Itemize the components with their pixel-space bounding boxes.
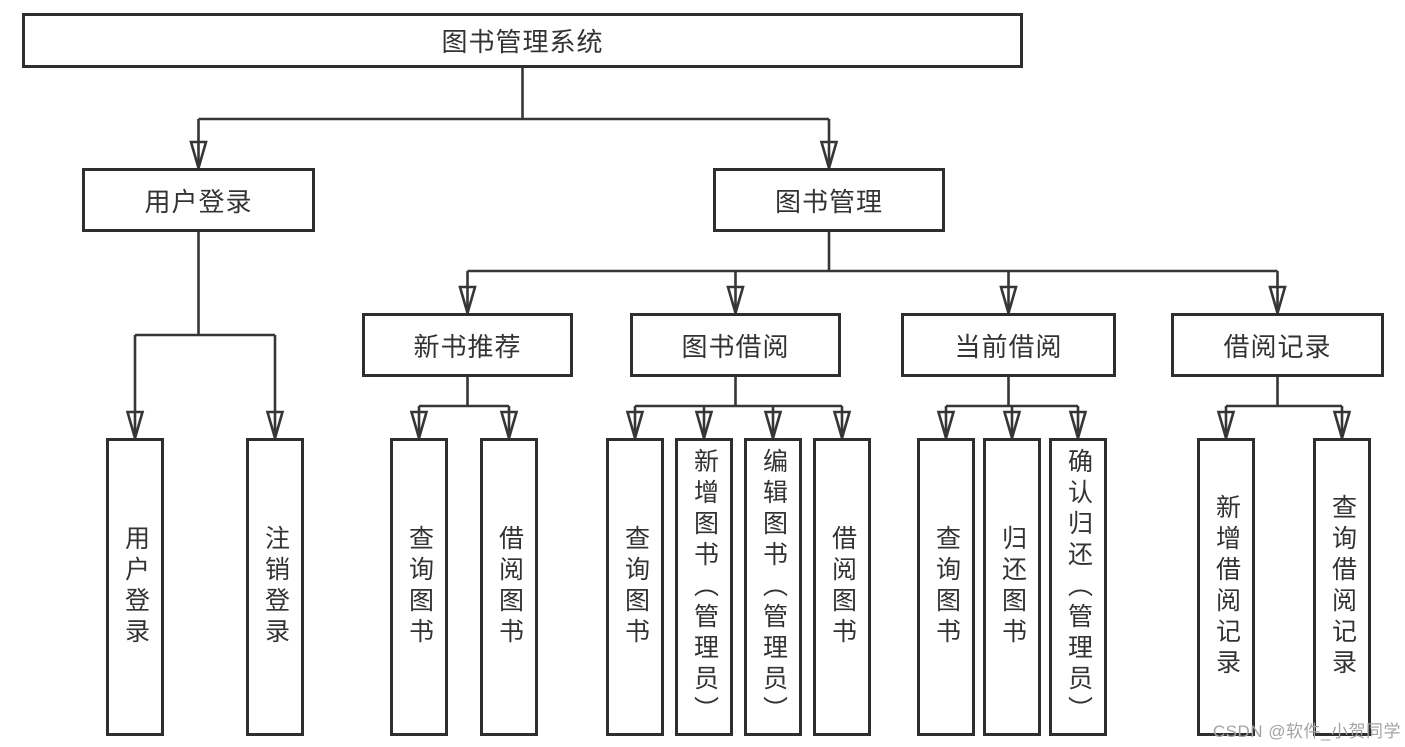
connector-borrowing-records-children	[1217, 377, 1351, 440]
node-root: 图书管理系统	[22, 13, 1023, 68]
node-user-login: 用户登录	[82, 168, 315, 232]
leaf-query-books-recommend-label: 查询图书	[405, 525, 434, 649]
leaf-query-books-recommend: 查询图书	[390, 438, 448, 736]
leaf-add-borrow-record: 新增借阅记录	[1197, 438, 1255, 736]
leaf-query-borrow-record-label: 查询借阅记录	[1328, 494, 1357, 680]
leaf-query-books-borrowing: 查询图书	[606, 438, 664, 736]
node-current-borrowing: 当前借阅	[901, 313, 1116, 377]
leaf-return-books-label: 归还图书	[998, 525, 1027, 649]
connector-user-login-children	[126, 232, 284, 440]
connector-book-borrowing-children	[626, 377, 851, 440]
leaf-add-books-admin: 新增图书（管理员）	[675, 438, 733, 736]
connector-root-to-level2	[189, 68, 838, 170]
leaf-return-books: 归还图书	[983, 438, 1041, 736]
node-book-management: 图书管理	[713, 168, 945, 232]
node-borrowing-records: 借阅记录	[1171, 313, 1384, 377]
leaf-borrow-books-borrowing: 借阅图书	[813, 438, 871, 736]
leaf-confirm-return-admin: 确认归还（管理员）	[1049, 438, 1107, 736]
leaf-borrow-books-borrowing-label: 借阅图书	[828, 525, 857, 649]
node-new-book-recommend: 新书推荐	[362, 313, 573, 377]
leaf-add-borrow-record-label: 新增借阅记录	[1212, 494, 1241, 680]
leaf-borrow-books-recommend: 借阅图书	[480, 438, 538, 736]
leaf-query-books-current-label: 查询图书	[932, 525, 961, 649]
leaf-borrow-books-recommend-label: 借阅图书	[495, 525, 524, 649]
connector-new-book-recommend-children	[410, 377, 518, 440]
leaf-user-login: 用户登录	[106, 438, 164, 736]
leaf-add-books-admin-label: 新增图书（管理员）	[690, 447, 719, 727]
leaf-logout-login-label: 注销登录	[261, 525, 290, 649]
leaf-query-borrow-record: 查询借阅记录	[1313, 438, 1371, 736]
leaf-query-books-borrowing-label: 查询图书	[621, 525, 650, 649]
leaf-user-login-label: 用户登录	[121, 525, 150, 649]
watermark: CSDN @软件_小贺同学	[1212, 722, 1401, 741]
connector-current-borrowing-children	[937, 377, 1087, 440]
leaf-confirm-return-admin-label: 确认归还（管理员）	[1064, 447, 1093, 727]
leaf-edit-books-admin-label: 编辑图书（管理员）	[759, 447, 788, 727]
leaf-logout-login: 注销登录	[246, 438, 304, 736]
connector-book-management-children	[458, 232, 1287, 315]
leaf-query-books-current: 查询图书	[917, 438, 975, 736]
leaf-edit-books-admin: 编辑图书（管理员）	[744, 438, 802, 736]
node-book-borrowing: 图书借阅	[630, 313, 841, 377]
